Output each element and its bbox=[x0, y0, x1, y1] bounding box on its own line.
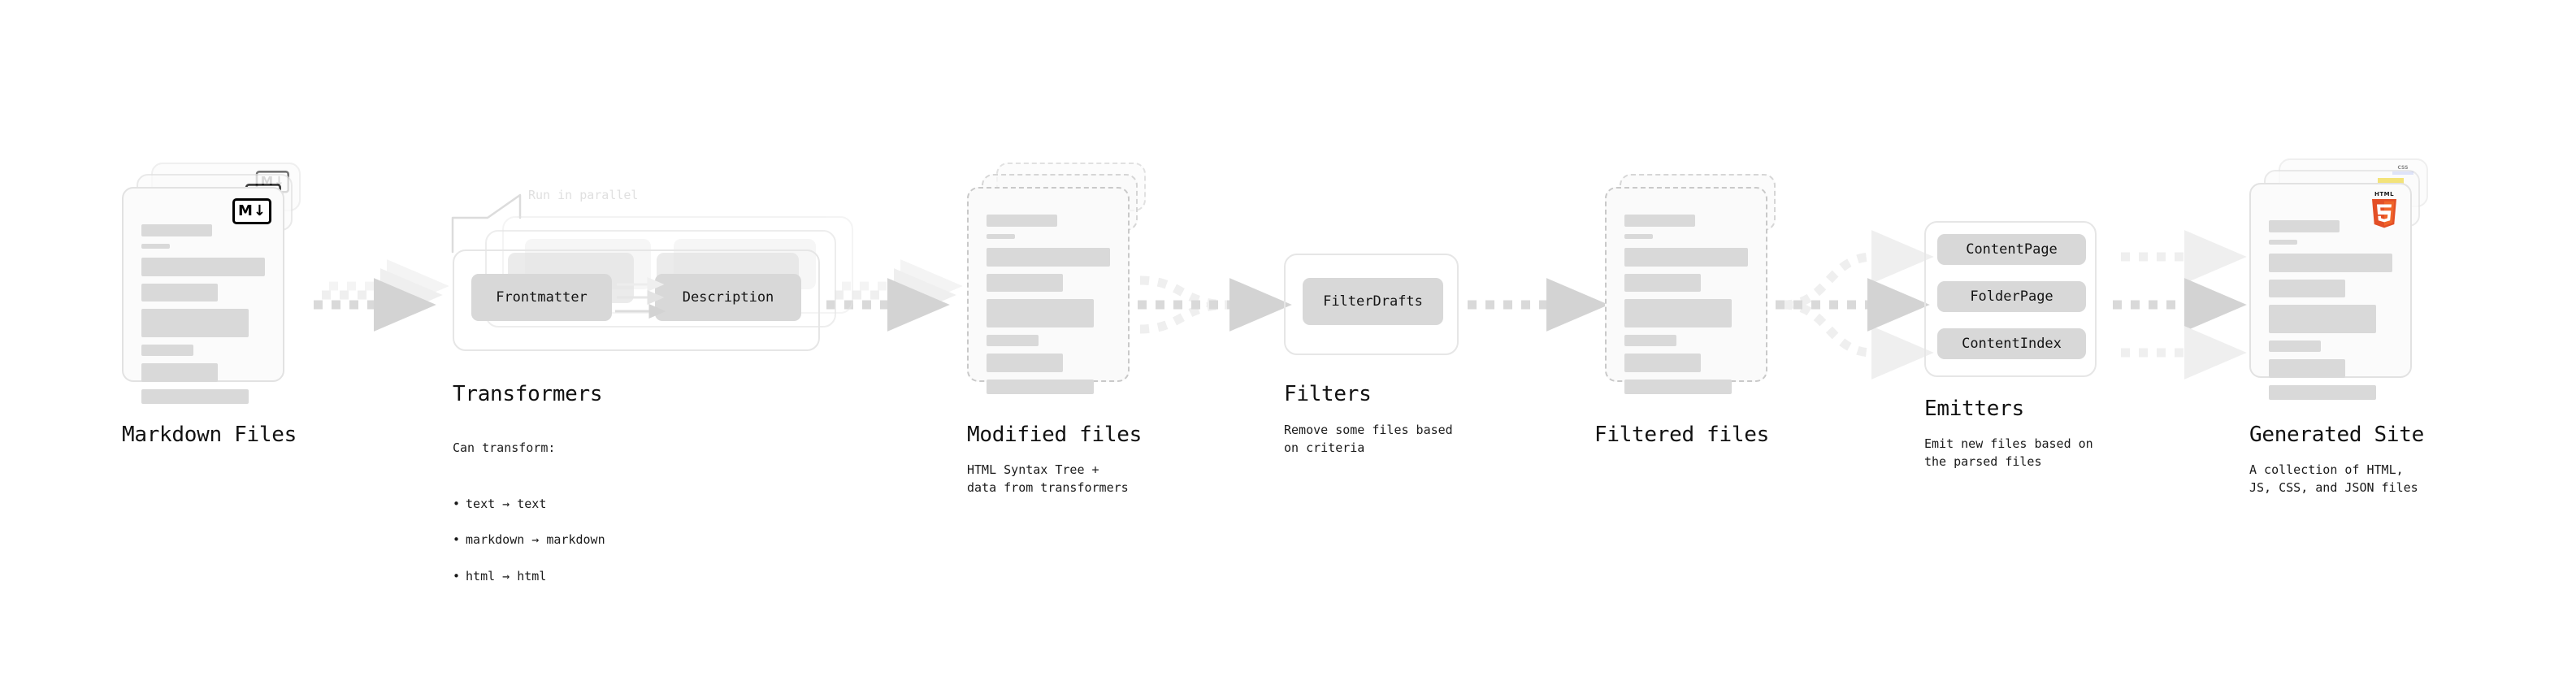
transformers-subtitle-lead: Can transform: bbox=[453, 440, 556, 456]
filtered-doc-stack bbox=[1605, 163, 1784, 406]
site-doc-stack: CSS HTML bbox=[2249, 158, 2436, 410]
generated-site-subtitle: A collection of HTML, JS, CSS, and JSON … bbox=[2249, 462, 2418, 496]
emitter-pill-contentindex[interactable]: ContentIndex bbox=[1937, 328, 2086, 359]
transformers-capability-list: text → text markdown → markdown html → h… bbox=[453, 477, 605, 603]
doc-bar bbox=[987, 274, 1064, 292]
doc-bar-title bbox=[2269, 220, 2340, 232]
emitter-pill-contentpage[interactable]: ContentPage bbox=[1937, 234, 2086, 265]
generated-site-title: Generated Site bbox=[2249, 423, 2424, 447]
filters-title: Filters bbox=[1284, 382, 1372, 406]
doc-bar-subtitle bbox=[1624, 234, 1653, 239]
run-in-parallel-label: Run in parallel bbox=[528, 188, 639, 202]
filtered-doc-front bbox=[1605, 187, 1767, 394]
doc-bar-title bbox=[1624, 215, 1695, 227]
filters-group: FilterDrafts bbox=[1284, 254, 1459, 355]
html5-badge: HTML bbox=[2368, 191, 2400, 228]
filtered-doc-content bbox=[1624, 215, 1748, 401]
modified-doc-front bbox=[967, 187, 1130, 394]
doc-bar bbox=[141, 258, 265, 276]
markdown-doc-content bbox=[141, 224, 265, 411]
doc-bar bbox=[1624, 380, 1733, 394]
transformer-inner-arrows bbox=[615, 277, 666, 319]
markdown-doc-stack: M ↓ M ↓ M ↓ bbox=[122, 163, 301, 406]
doc-bar bbox=[141, 363, 219, 382]
stage-filtered-files bbox=[1605, 163, 1784, 406]
transform-item-html: html → html bbox=[453, 567, 605, 585]
transform-item-markdown: markdown → markdown bbox=[453, 531, 605, 549]
modified-doc-stack bbox=[967, 163, 1146, 406]
markdown-badge-arrow-icon: ↓ bbox=[253, 202, 266, 219]
modified-doc-content bbox=[987, 215, 1110, 401]
doc-bar-subtitle bbox=[141, 244, 170, 249]
doc-bar bbox=[987, 380, 1095, 394]
doc-bar bbox=[141, 389, 249, 404]
doc-bar bbox=[141, 284, 219, 301]
doc-bar bbox=[987, 299, 1095, 327]
markdown-files-title: Markdown Files bbox=[122, 423, 297, 447]
doc-bar bbox=[141, 309, 249, 337]
doc-bar-subtitle bbox=[2269, 240, 2297, 245]
doc-bar bbox=[987, 335, 1039, 346]
doc-bar-title bbox=[987, 215, 1057, 227]
doc-bar bbox=[1624, 299, 1733, 327]
html5-shield-icon bbox=[2372, 199, 2396, 228]
filtered-files-title: Filtered files bbox=[1594, 423, 1769, 447]
stage-markdown-files: M ↓ M ↓ M ↓ bbox=[122, 163, 301, 406]
doc-bar-title bbox=[141, 224, 212, 236]
emitters-subtitle: Emit new files based on the parsed files bbox=[1924, 436, 2093, 470]
arrow-emitters-to-site bbox=[2113, 230, 2247, 380]
stage-generated-site: CSS HTML bbox=[2249, 158, 2436, 410]
modified-files-title: Modified files bbox=[967, 423, 1142, 447]
doc-bar bbox=[2269, 254, 2392, 272]
html5-badge-label: HTML bbox=[2374, 191, 2395, 197]
markdown-badge: M ↓ bbox=[232, 198, 271, 224]
markdown-doc-front: M ↓ bbox=[122, 187, 284, 404]
doc-bar-subtitle bbox=[987, 234, 1015, 239]
doc-bar bbox=[2269, 340, 2321, 352]
transformer-pill-frontmatter[interactable]: Frontmatter bbox=[471, 274, 612, 321]
transformers-title: Transformers bbox=[453, 382, 603, 406]
site-doc-content bbox=[2269, 220, 2392, 407]
emitters-title: Emitters bbox=[1924, 397, 2024, 421]
doc-bar bbox=[1624, 248, 1748, 267]
doc-bar bbox=[2269, 280, 2346, 297]
stage-modified-files bbox=[967, 163, 1146, 406]
filters-subtitle: Remove some files based on criteria bbox=[1284, 423, 1453, 456]
transform-item-text: text → text bbox=[453, 495, 605, 513]
doc-bar bbox=[2269, 359, 2346, 378]
modified-files-subtitle: HTML Syntax Tree + data from transformer… bbox=[967, 462, 1129, 496]
doc-bar bbox=[987, 354, 1064, 372]
arrow-modified-to-filters bbox=[1138, 275, 1292, 334]
site-doc-html: HTML bbox=[2249, 183, 2412, 400]
doc-bar bbox=[987, 248, 1110, 267]
css-badge-label: CSS bbox=[2397, 165, 2409, 171]
arrow-markdown-to-transformers bbox=[314, 259, 449, 332]
doc-bar bbox=[1624, 354, 1702, 372]
emitters-group: ContentPage FolderPage ContentIndex bbox=[1924, 221, 2097, 377]
markdown-badge-letter: M bbox=[237, 202, 253, 219]
doc-bar bbox=[141, 345, 193, 356]
emitter-pill-folderpage[interactable]: FolderPage bbox=[1937, 281, 2086, 312]
filter-pill-filterdrafts[interactable]: FilterDrafts bbox=[1303, 278, 1443, 325]
doc-bar bbox=[1624, 274, 1702, 292]
transformer-pill-description[interactable]: Description bbox=[655, 274, 801, 321]
doc-bar bbox=[2269, 305, 2377, 333]
transformers-subtitle: Can transform: text → text markdown → ma… bbox=[453, 421, 605, 621]
doc-bar bbox=[2269, 385, 2377, 400]
doc-bar bbox=[1624, 335, 1676, 346]
arrow-filtered-to-emitters bbox=[1776, 230, 1934, 380]
transformer-group: Frontmatter Description bbox=[453, 249, 820, 351]
